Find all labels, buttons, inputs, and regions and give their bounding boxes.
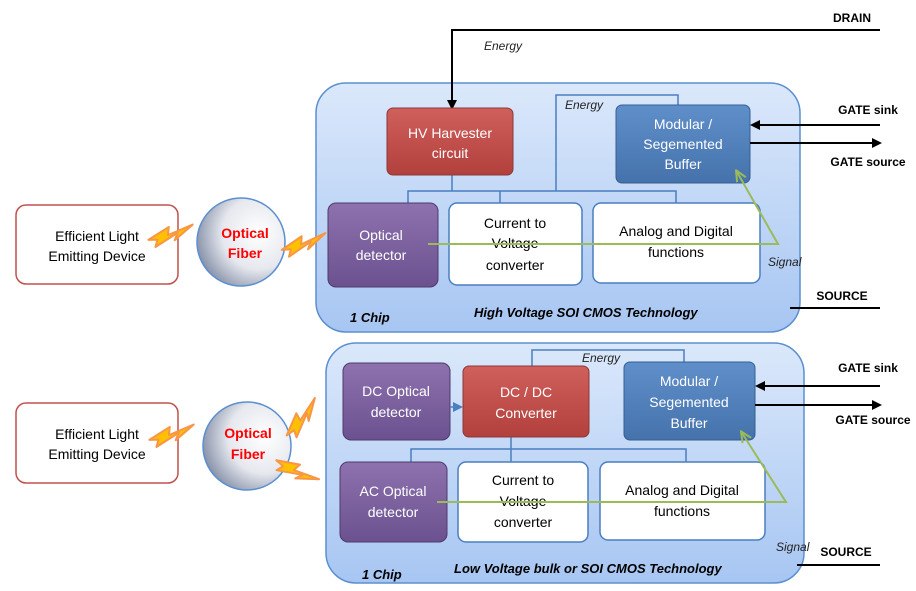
top-drain-line	[447, 29, 880, 110]
top-led-label-2: Emitting Device	[48, 248, 145, 264]
top-energy-to-buffer	[555, 94, 679, 191]
top-i2v-label-1: Current to	[484, 215, 546, 231]
top-buffer-label-2: Segemented	[643, 136, 722, 152]
bottom-buffer-block	[623, 361, 756, 441]
bottom-lightning-fiber-to-dc-detector	[279, 396, 328, 443]
top-led-label-1: Efficient Light	[55, 228, 139, 244]
bottom-led-label-2: Emitting Device	[48, 446, 145, 462]
hv-harvester-block	[386, 107, 514, 176]
bottom-buffer-label-1: Modular /	[660, 373, 718, 389]
bottom-chip-section: Energy DC Optical detector DC / DC Conve…	[15, 342, 911, 584]
top-optical-detector-label-1: Optical	[359, 227, 403, 243]
top-technology-label: High Voltage SOI CMOS Technology	[474, 305, 698, 320]
top-fiber-label-2: Fiber	[228, 245, 263, 261]
top-chip-section: DRAIN Energy Energy HV Harvester circuit…	[15, 11, 906, 333]
top-buffer-label-1: Modular /	[654, 116, 712, 132]
hv-harvester-label-1: HV Harvester	[408, 125, 492, 141]
bottom-signal-label: Signal	[776, 540, 810, 554]
top-signal-path	[428, 172, 780, 245]
top-analog-digital-label-2: functions	[648, 244, 704, 260]
top-gate-sink-label: GATE sink	[838, 103, 898, 117]
top-one-chip-label: 1 Chip	[350, 310, 390, 325]
top-analog-digital-label-1: Analog and Digital	[619, 223, 733, 239]
top-signal-label: Signal	[768, 255, 802, 269]
bottom-source-label: SOURCE	[820, 545, 871, 559]
top-buffer-label-3: Buffer	[664, 156, 701, 172]
hv-harvester-label-2: circuit	[432, 145, 469, 161]
top-optical-detector-label-2: detector	[356, 247, 407, 263]
ac-optical-detector-label-1: AC Optical	[360, 483, 427, 499]
dc-optical-detector-block	[342, 362, 451, 441]
bottom-optical-fiber	[202, 401, 292, 491]
ac-optical-detector-block	[339, 461, 448, 543]
top-optical-fiber	[196, 197, 286, 287]
bottom-fiber-label-1: Optical	[224, 425, 271, 441]
dc-optical-detector-label-1: DC Optical	[362, 383, 430, 399]
bottom-technology-label: Low Voltage bulk or SOI CMOS Technology	[454, 561, 722, 576]
ac-optical-detector-label-2: detector	[368, 504, 419, 520]
bottom-gate-source-label: GATE source	[835, 413, 910, 427]
bottom-gate-sink-label: GATE sink	[838, 361, 898, 375]
dcdc-label-1: DC / DC	[500, 384, 552, 400]
bottom-i2v-label-3: converter	[494, 514, 553, 530]
top-energy-inner-label: Energy	[565, 98, 604, 112]
top-source-label: SOURCE	[816, 289, 867, 303]
bottom-fiber-label-2: Fiber	[231, 446, 266, 462]
top-optical-detector-block	[327, 202, 439, 288]
bottom-buffer-label-2: Segemented	[649, 394, 728, 410]
bottom-buffer-label-3: Buffer	[670, 415, 707, 431]
bottom-signal-path	[437, 433, 788, 503]
top-drain-label: DRAIN	[833, 11, 871, 25]
bottom-one-chip-label: 1 Chip	[362, 567, 402, 582]
top-i2v-label-3: converter	[486, 257, 545, 273]
bottom-analog-digital-label-2: functions	[654, 503, 710, 519]
top-energy-bus	[407, 190, 677, 208]
bottom-led-label-1: Efficient Light	[55, 426, 139, 442]
top-led-block	[15, 204, 179, 285]
top-fiber-label-1: Optical	[221, 225, 268, 241]
dcdc-converter-block	[462, 365, 590, 438]
bottom-energy-to-buffer	[531, 349, 685, 366]
bottom-led-block	[15, 402, 179, 484]
top-energy-outer-label: Energy	[484, 39, 523, 53]
dc-optical-detector-label-2: detector	[371, 404, 422, 420]
bottom-energy-bus	[410, 448, 687, 462]
bottom-i2v-label-1: Current to	[492, 472, 554, 488]
dcdc-label-2: Converter	[495, 405, 557, 421]
bottom-energy-label: Energy	[582, 351, 621, 365]
bottom-analog-digital-label-1: Analog and Digital	[625, 482, 739, 498]
top-gate-source-label: GATE source	[830, 155, 905, 169]
